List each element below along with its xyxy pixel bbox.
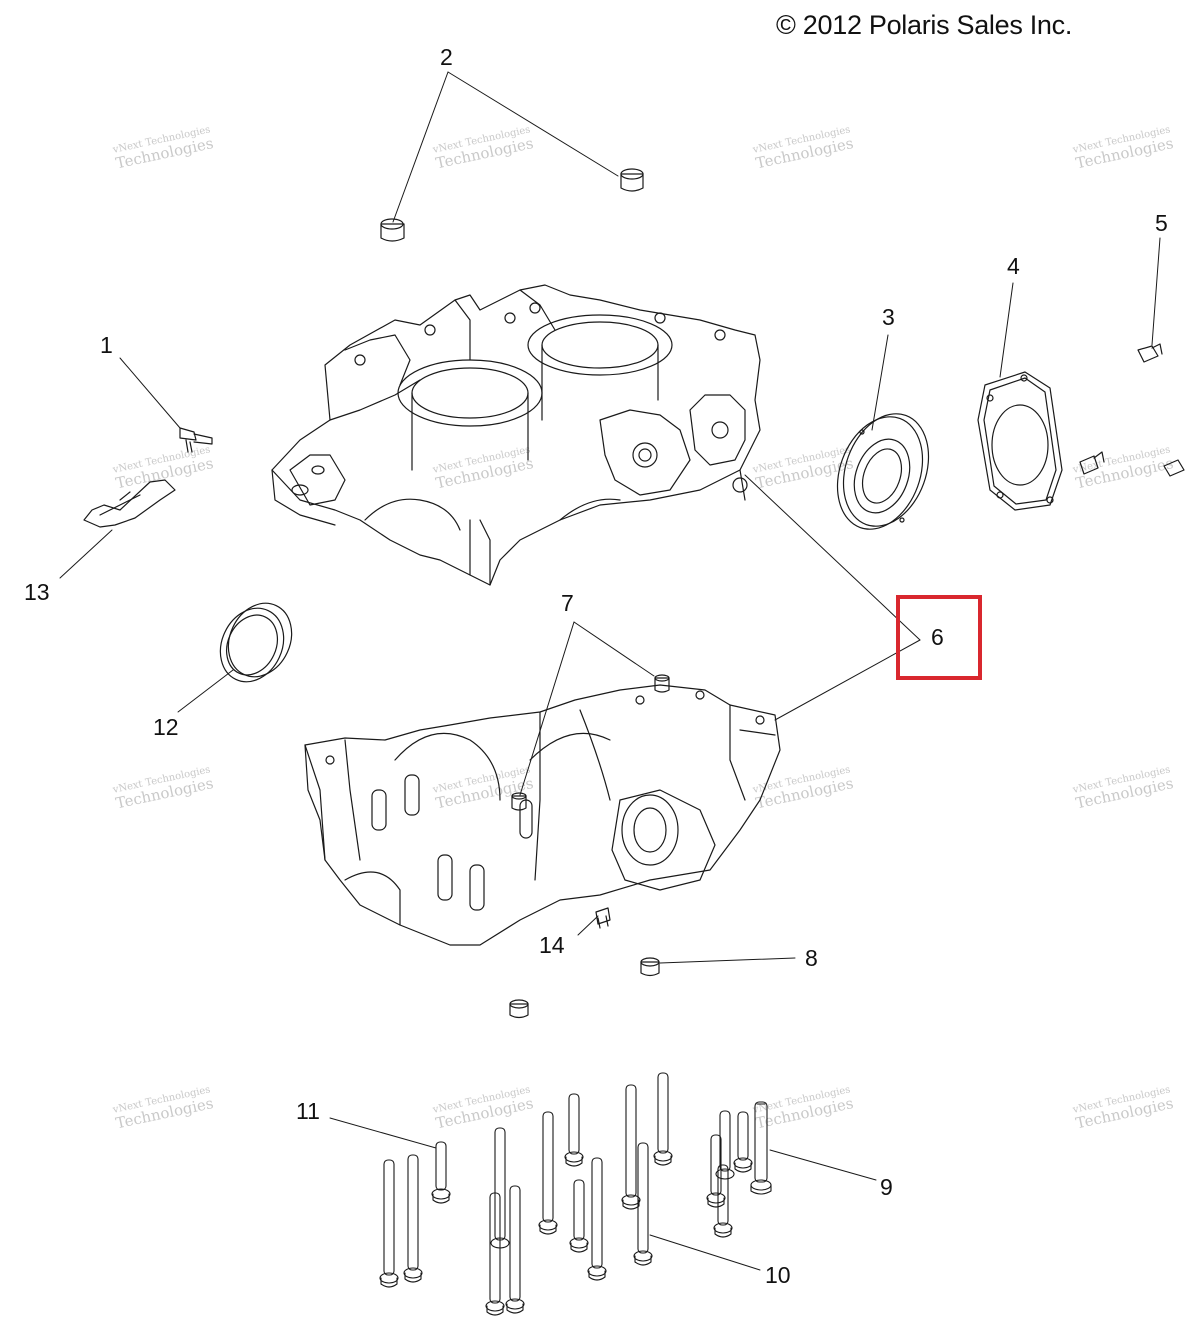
bolt-5b — [1079, 451, 1105, 475]
copyright-text: © 2012 Polaris Sales Inc. — [776, 10, 1073, 40]
bolt-5c — [1163, 459, 1185, 477]
bolt — [750, 1101, 772, 1195]
bolt-set — [379, 1072, 772, 1316]
highlight-box[interactable] — [896, 595, 982, 680]
seal-12 — [219, 602, 293, 683]
callout-5: 5 — [1155, 210, 1168, 236]
bolt — [569, 1179, 589, 1253]
bolt — [621, 1084, 641, 1210]
callout-1: 1 — [100, 332, 113, 358]
bolt — [564, 1093, 584, 1167]
callout-9: 9 — [880, 1174, 893, 1200]
callout-8: 8 — [805, 945, 818, 971]
callout-3: 3 — [882, 304, 895, 330]
dowel-7b — [511, 792, 527, 811]
dowel-8a — [640, 957, 660, 977]
bolt — [715, 1110, 735, 1180]
dowel-7a — [654, 674, 670, 693]
callout-10: 10 — [765, 1262, 791, 1288]
bolt — [490, 1127, 510, 1249]
seal-plate-3 — [836, 413, 930, 530]
fitting-1 — [179, 427, 213, 453]
bolt — [733, 1111, 753, 1173]
callout-4: 4 — [1007, 253, 1020, 279]
bolt — [431, 1141, 451, 1204]
callout-14: 14 — [539, 932, 565, 958]
cover-4 — [977, 371, 1063, 511]
bolt — [633, 1142, 653, 1266]
bolt — [653, 1072, 673, 1166]
callout-6: 6 — [931, 624, 944, 650]
callout-7: 7 — [561, 590, 574, 616]
upper-crankcase — [271, 284, 761, 586]
bolt — [403, 1154, 423, 1283]
bolt-14 — [595, 907, 611, 929]
bolt — [379, 1159, 399, 1288]
dowel-pin-2b — [620, 168, 644, 192]
bolt — [587, 1157, 607, 1281]
callout-12: 12 — [153, 714, 179, 740]
dowel-8b — [509, 999, 529, 1019]
callout-2: 2 — [440, 44, 453, 70]
bracket-13 — [83, 479, 176, 528]
callout-11: 11 — [296, 1098, 320, 1124]
bolt-5a — [1137, 343, 1163, 363]
bolt — [713, 1164, 733, 1238]
bolt — [538, 1111, 558, 1235]
lower-crankcase — [304, 684, 781, 946]
dowel-pin-2a — [380, 218, 405, 242]
bolt — [505, 1185, 525, 1314]
callout-13: 13 — [24, 579, 50, 605]
leader-lines — [59, 71, 1161, 1271]
